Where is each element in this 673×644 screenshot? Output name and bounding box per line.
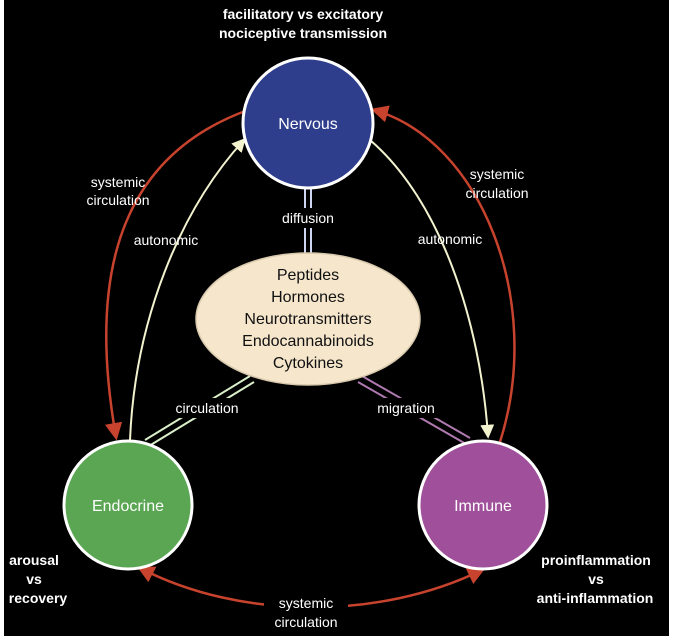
annotation-right-2: vs	[588, 571, 604, 587]
circulation-label-bg	[164, 398, 250, 418]
edge-label-diffusion: diffusion	[282, 210, 334, 226]
autonomic-arrow-nervous-to-immune	[369, 139, 495, 439]
edge-label-systemic-right-2: circulation	[465, 185, 528, 201]
edge-label-autonomic-right: autonomic	[418, 231, 483, 247]
edge-label-systemic-bottom-2: circulation	[274, 614, 337, 630]
node-nervous-label: Nervous	[278, 116, 338, 133]
center-item-endocannabinoids: Endocannabinoids	[242, 333, 374, 350]
annotation-right-1: proinflammation	[541, 552, 651, 568]
center-item-hormones: Hormones	[271, 289, 345, 306]
annotation-top-1: facilitatory vs excitatory	[223, 6, 384, 22]
edge-label-systemic-right-1: systemic	[470, 166, 524, 182]
center-item-neurotransmitters: Neurotransmitters	[244, 311, 371, 328]
node-endocrine	[62, 439, 194, 571]
node-nervous	[241, 56, 375, 190]
edge-label-autonomic-left: autonomic	[134, 232, 199, 248]
center-item-cytokines: Cytokines	[273, 355, 343, 372]
node-endocrine-label: Endocrine	[92, 498, 164, 515]
node-immune	[417, 439, 549, 571]
systemic-arrow-immune-to-nervous	[370, 105, 516, 443]
systemic-bottom-label-bg	[264, 593, 348, 633]
center-item-peptides: Peptides	[277, 267, 339, 284]
annotation-top-2: nociceptive transmission	[219, 25, 387, 41]
autonomic-arrow-endocrine-to-nervous	[129, 137, 246, 441]
edge-label-circulation: circulation	[175, 400, 238, 416]
node-immune-label: Immune	[454, 498, 512, 515]
annotation-right-3: anti-inflammation	[537, 590, 654, 606]
migration-label-bg	[368, 398, 444, 418]
annotation-left-1: arousal	[9, 552, 59, 568]
edge-label-systemic-bottom-1: systemic	[279, 595, 333, 611]
systemic-arrow-nervous-to-endocrine	[104, 108, 249, 441]
edge-label-migration: migration	[377, 400, 435, 416]
annotation-left-3: recovery	[9, 590, 68, 606]
center-ellipse	[195, 252, 421, 386]
edge-label-systemic-left-2: circulation	[86, 192, 149, 208]
edge-label-systemic-left-1: systemic	[91, 174, 145, 190]
annotation-left-2: vs	[26, 571, 42, 587]
diffusion-label-bg	[272, 208, 344, 228]
